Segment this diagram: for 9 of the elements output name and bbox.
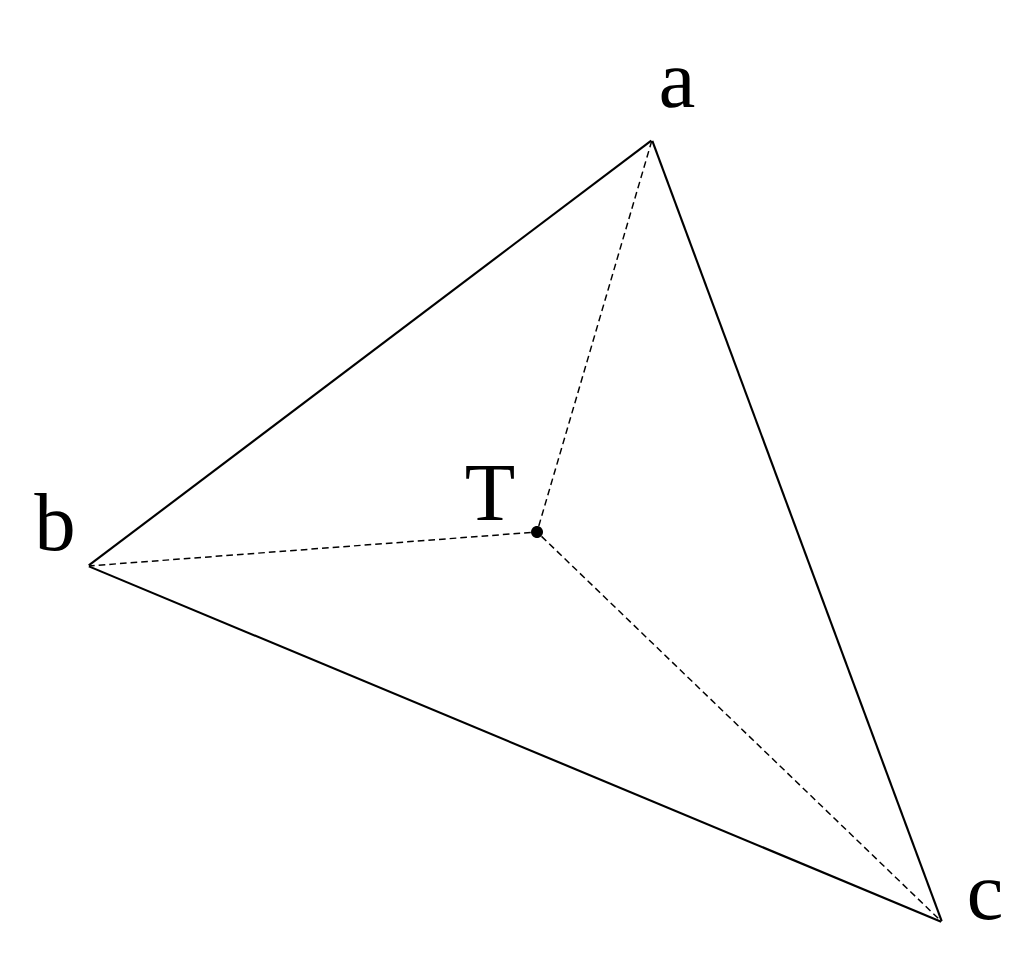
line [88,139,652,567]
vertex-label: c [969,880,1001,920]
vertex-label: a [661,68,695,108]
dashed-line [88,531,532,567]
vertex-label: T [466,465,514,521]
line [88,565,942,923]
line [651,140,943,922]
vertex-label: b [34,492,73,552]
dashed-line [538,140,653,527]
